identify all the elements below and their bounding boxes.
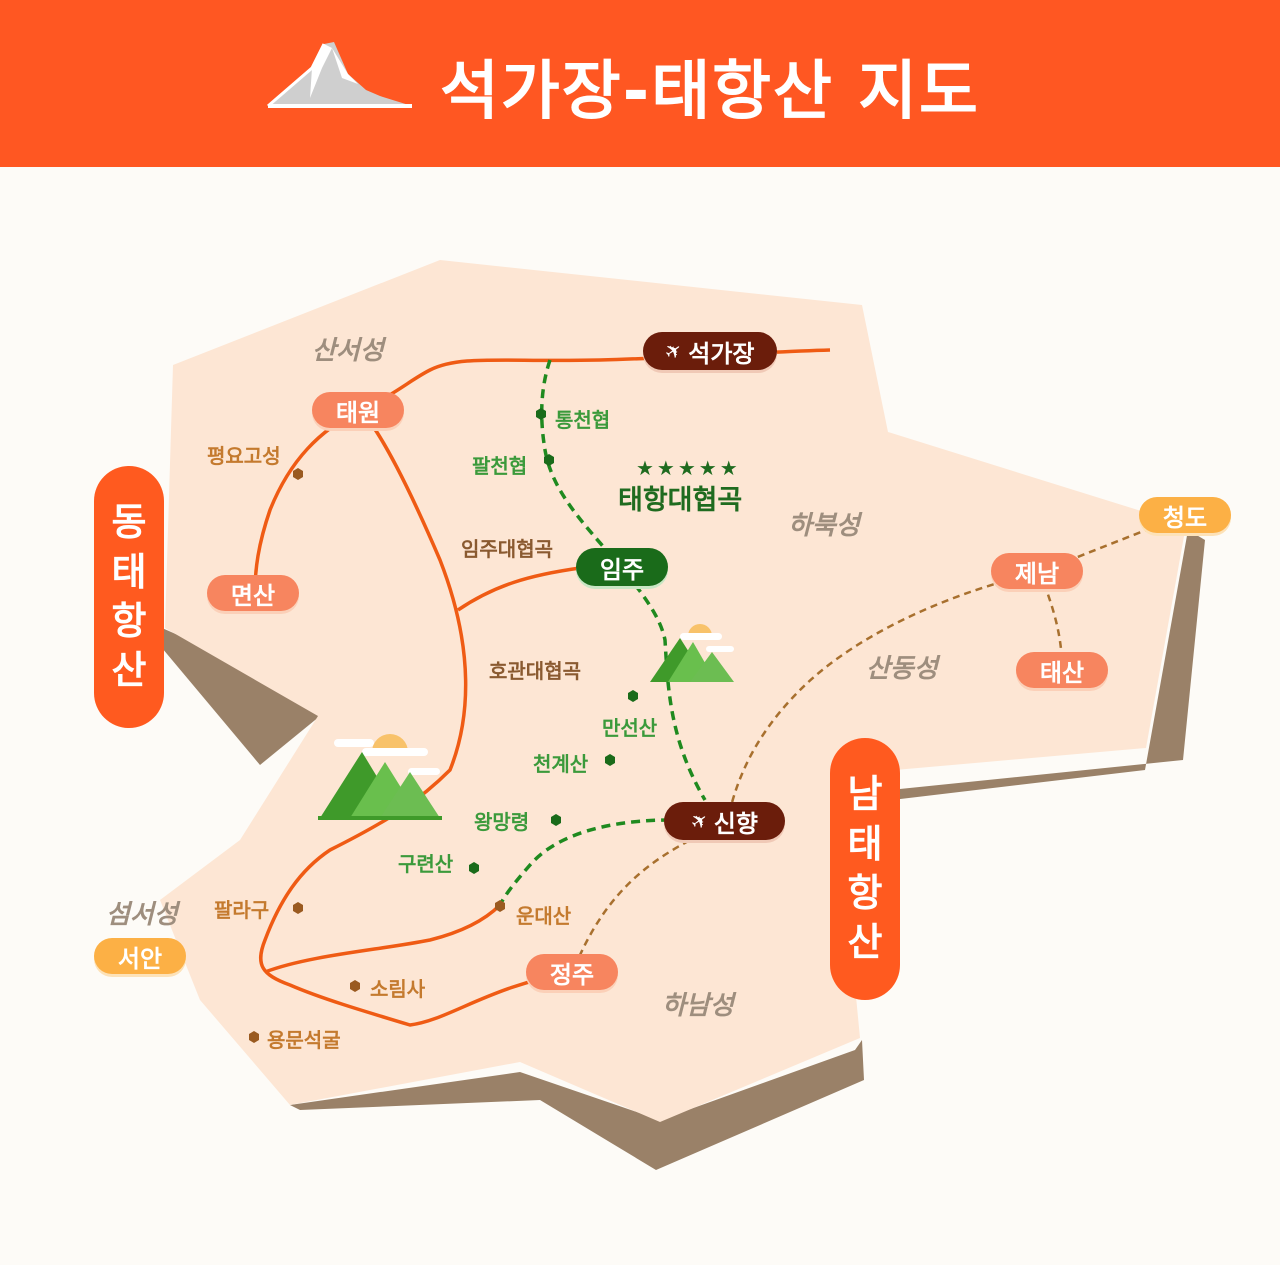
- hexagon-marker-icon: [249, 1031, 259, 1043]
- region-label-shanxi: 산서성: [312, 336, 384, 366]
- city-taiyuan[interactable]: 태원: [312, 392, 404, 428]
- hexagon-marker-icon: [469, 862, 479, 874]
- poi-label-pingyao: 평요고성: [207, 444, 281, 468]
- hexagon-marker-icon: [293, 902, 303, 914]
- city-xinxiang-airport[interactable]: ✈신향: [664, 802, 785, 840]
- region-label-henan: 하남성: [662, 991, 734, 1021]
- hexagon-marker-icon: [628, 690, 638, 702]
- poi-label-batianxia: 팔천협: [472, 454, 528, 478]
- city-qingdao[interactable]: 청도: [1139, 497, 1231, 533]
- poi-label-wangmangling: 왕망령: [474, 810, 530, 834]
- mountain-icon: [267, 42, 412, 108]
- poi-label-tongtianxia: 통천협: [555, 408, 611, 432]
- hexagon-marker-icon: [551, 814, 561, 826]
- poi-label-yuntaishan: 운대산: [516, 904, 572, 928]
- land-shadow: [162, 530, 1205, 1170]
- header-bar: 석가장-태항산 지도: [0, 0, 1280, 167]
- region-label-shandong: 산동성: [866, 654, 938, 684]
- poi-markers: [249, 408, 638, 1043]
- region-label-hebei: 하북성: [788, 511, 860, 541]
- city-taishan[interactable]: 태산: [1016, 652, 1108, 688]
- hexagon-marker-icon: [605, 754, 615, 766]
- poi-label-balagou: 팔라구: [214, 898, 270, 922]
- poi-label-guolianshan: 구련산: [398, 852, 454, 876]
- poi-label-wanxianshan: 만선산: [602, 716, 658, 740]
- hexagon-marker-icon: [293, 468, 303, 480]
- hexagon-marker-icon: [495, 900, 505, 912]
- poi-label-huguan-canyon: 호관대협곡: [489, 659, 581, 683]
- mountain-scene-icon: [318, 734, 442, 820]
- city-zhengzhou[interactable]: 정주: [526, 954, 618, 990]
- airplane-icon: ✈: [685, 806, 714, 836]
- canyon-rating: ★★★★★: [636, 456, 741, 480]
- side-label-east-taihang: 동 태 항 산: [94, 466, 164, 728]
- hexagon-marker-icon: [544, 454, 554, 466]
- poi-label-linzhou-canyon: 임주대협곡: [461, 537, 553, 561]
- poi-label-longmen: 용문석굴: [267, 1028, 341, 1052]
- hexagon-marker-icon: [536, 408, 546, 420]
- page-title: 석가장-태항산 지도: [440, 55, 980, 129]
- city-mianshan[interactable]: 면산: [207, 575, 299, 611]
- mountain-scene-icon: [650, 624, 734, 682]
- hexagon-marker-icon: [350, 980, 360, 992]
- city-linzhou[interactable]: 임주: [576, 548, 668, 586]
- city-jinan[interactable]: 제남: [991, 553, 1083, 589]
- side-label-south-taihang: 남 태 항 산: [830, 738, 900, 1000]
- poi-label-shaolinsi: 소림사: [370, 977, 426, 1001]
- canyon-title: 태항대협곡: [618, 485, 743, 516]
- city-shijiazhuang-airport[interactable]: ✈석가장: [643, 332, 777, 370]
- region-label-shaanxi: 섬서성: [106, 900, 178, 930]
- land-area: [160, 260, 1186, 1122]
- city-xian[interactable]: 서안: [94, 938, 186, 974]
- green-routes: [498, 359, 707, 906]
- poi-label-tianjieshan: 천계산: [533, 752, 589, 776]
- airplane-icon: ✈: [660, 336, 688, 366]
